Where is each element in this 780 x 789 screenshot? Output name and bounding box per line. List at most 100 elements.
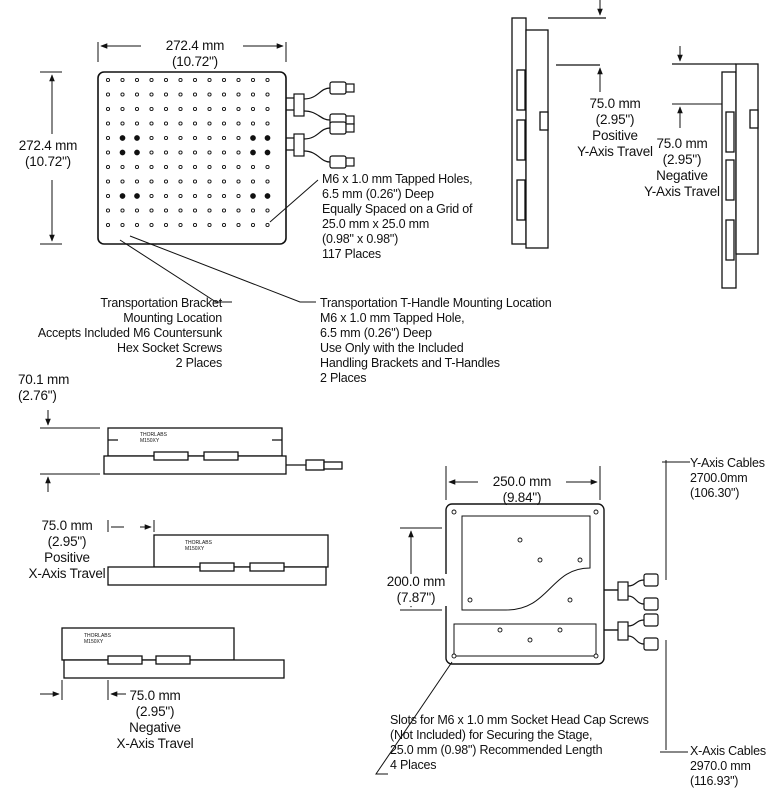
holes-note: M6 x 1.0 mm Tapped Holes, 6.5 mm (0.26")… [322, 172, 473, 262]
tapped-hole [265, 106, 270, 112]
slots-note: Slots for M6 x 1.0 mm Socket Head Cap Sc… [390, 713, 649, 773]
tapped-hole [178, 164, 183, 170]
tapped-hole [250, 77, 256, 83]
tapped-hole [221, 222, 227, 228]
bracket-note: Transportation Bracket Mounting Location… [10, 296, 222, 371]
bottom-width-in: (9.84") [502, 490, 542, 505]
mounting-hole [467, 597, 473, 603]
tapped-hole [134, 208, 140, 213]
y-negative-line: 75.0 mm [656, 136, 708, 151]
top-height-dim: 272.4 mm (10.72") [2, 138, 94, 170]
tapped-hole [134, 193, 140, 199]
tapped-hole [192, 193, 198, 199]
tapped-hole [149, 208, 154, 213]
tapped-hole [163, 121, 169, 126]
top-cable-connectors [286, 81, 355, 169]
tapped-hole-grid [105, 77, 271, 228]
tapped-hole [178, 150, 183, 155]
tapped-hole [120, 179, 125, 184]
tapped-hole [236, 135, 241, 141]
x-positive-line: (2.95") [47, 534, 87, 549]
x-positive-line: 75.0 mm [41, 518, 93, 533]
tapped-hole [149, 92, 154, 97]
y-negative-line: (2.95") [662, 152, 702, 167]
tapped-hole [236, 106, 241, 112]
holes-note-line: Equally Spaced on a Grid of [322, 202, 473, 216]
mounting-hole [517, 537, 523, 543]
x-cables-line: (116.93") [690, 774, 739, 788]
mounting-hole [557, 627, 563, 633]
tapped-hole [250, 106, 256, 112]
tapped-hole [163, 193, 169, 199]
xpos-model: M150XY [185, 546, 205, 552]
tapped-hole [120, 208, 125, 213]
thandle-note: Transportation T-Handle Mounting Locatio… [320, 296, 552, 386]
tapped-hole [105, 121, 111, 126]
x-negative-line: Negative [129, 720, 181, 735]
y-positive-line: 75.0 mm [589, 96, 641, 111]
side-height-mm: 70.1 mm [18, 372, 70, 387]
tapped-hole [236, 222, 241, 228]
tapped-hole [265, 164, 270, 170]
x-negative-travel: 75.0 mm (2.95") Negative X-Axis Travel [110, 688, 200, 752]
tapped-hole [221, 179, 227, 184]
tapped-hole [221, 92, 227, 97]
tapped-hole [163, 164, 169, 170]
top-width-dim: 272.4 mm (10.72") [150, 38, 240, 70]
tapped-hole [221, 164, 227, 170]
tapped-hole [163, 77, 169, 83]
y-positive-line: (2.95") [595, 112, 635, 127]
tapped-hole [207, 179, 212, 184]
bottom-cable-connectors [617, 573, 659, 651]
top-height-mm: 272.4 mm [18, 138, 78, 153]
side-height-dim: 70.1 mm (2.76") [18, 372, 69, 404]
tapped-hole [250, 135, 256, 141]
tapped-hole [120, 92, 125, 97]
bracket-note-line: 2 Places [175, 356, 223, 370]
thandle-note-line: Use Only with the Included [320, 341, 464, 355]
x-negative-line: 75.0 mm [129, 688, 181, 703]
tapped-hole [149, 135, 154, 141]
tapped-hole [207, 92, 212, 97]
top-height-in: (10.72") [25, 154, 71, 169]
tapped-hole [236, 208, 241, 213]
holes-note-line: M6 x 1.0 mm Tapped Holes, [322, 172, 473, 186]
tapped-hole [178, 121, 183, 126]
tapped-hole [178, 135, 183, 141]
xpos-brand: THORLABS [185, 540, 213, 546]
tapped-hole [134, 92, 140, 97]
bottom-width-dim: 250.0 mm (9.84") [478, 474, 566, 506]
tapped-hole [207, 208, 212, 213]
mounting-hole [567, 597, 573, 603]
thandle-note-line: 2 Places [320, 371, 367, 385]
mounting-hole [593, 509, 599, 515]
tapped-hole [105, 208, 111, 213]
front-brand: THORLABS [140, 432, 168, 438]
tapped-hole [149, 77, 154, 83]
tapped-hole [221, 121, 227, 126]
mounting-hole [451, 653, 457, 659]
tapped-hole [250, 121, 256, 126]
tapped-hole [134, 222, 140, 228]
tapped-hole [120, 77, 125, 83]
tapped-hole [221, 193, 227, 199]
bottom-height-mm: 200.0 mm [386, 574, 446, 589]
tapped-hole [207, 77, 212, 83]
tapped-hole [192, 121, 198, 126]
y-cables-line: 2700.0mm [690, 471, 748, 485]
x-positive-line: Positive [44, 550, 90, 565]
tapped-hole [236, 164, 241, 170]
tapped-hole [149, 121, 154, 126]
tapped-hole [207, 150, 212, 155]
slots-note-line: Slots for M6 x 1.0 mm Socket Head Cap Sc… [390, 713, 649, 727]
front-view-stage [103, 427, 343, 475]
tapped-hole [221, 208, 227, 213]
y-cables-note: Y-Axis Cables 2700.0mm (106.30") [690, 456, 765, 501]
thandle-note-line: 6.5 mm (0.26") Deep [320, 326, 432, 340]
top-plate [97, 71, 287, 245]
tapped-hole [236, 77, 241, 83]
tapped-hole [178, 92, 183, 97]
y-cables-line: (106.30") [690, 486, 740, 500]
tapped-hole [221, 77, 227, 83]
tapped-hole [105, 135, 111, 141]
